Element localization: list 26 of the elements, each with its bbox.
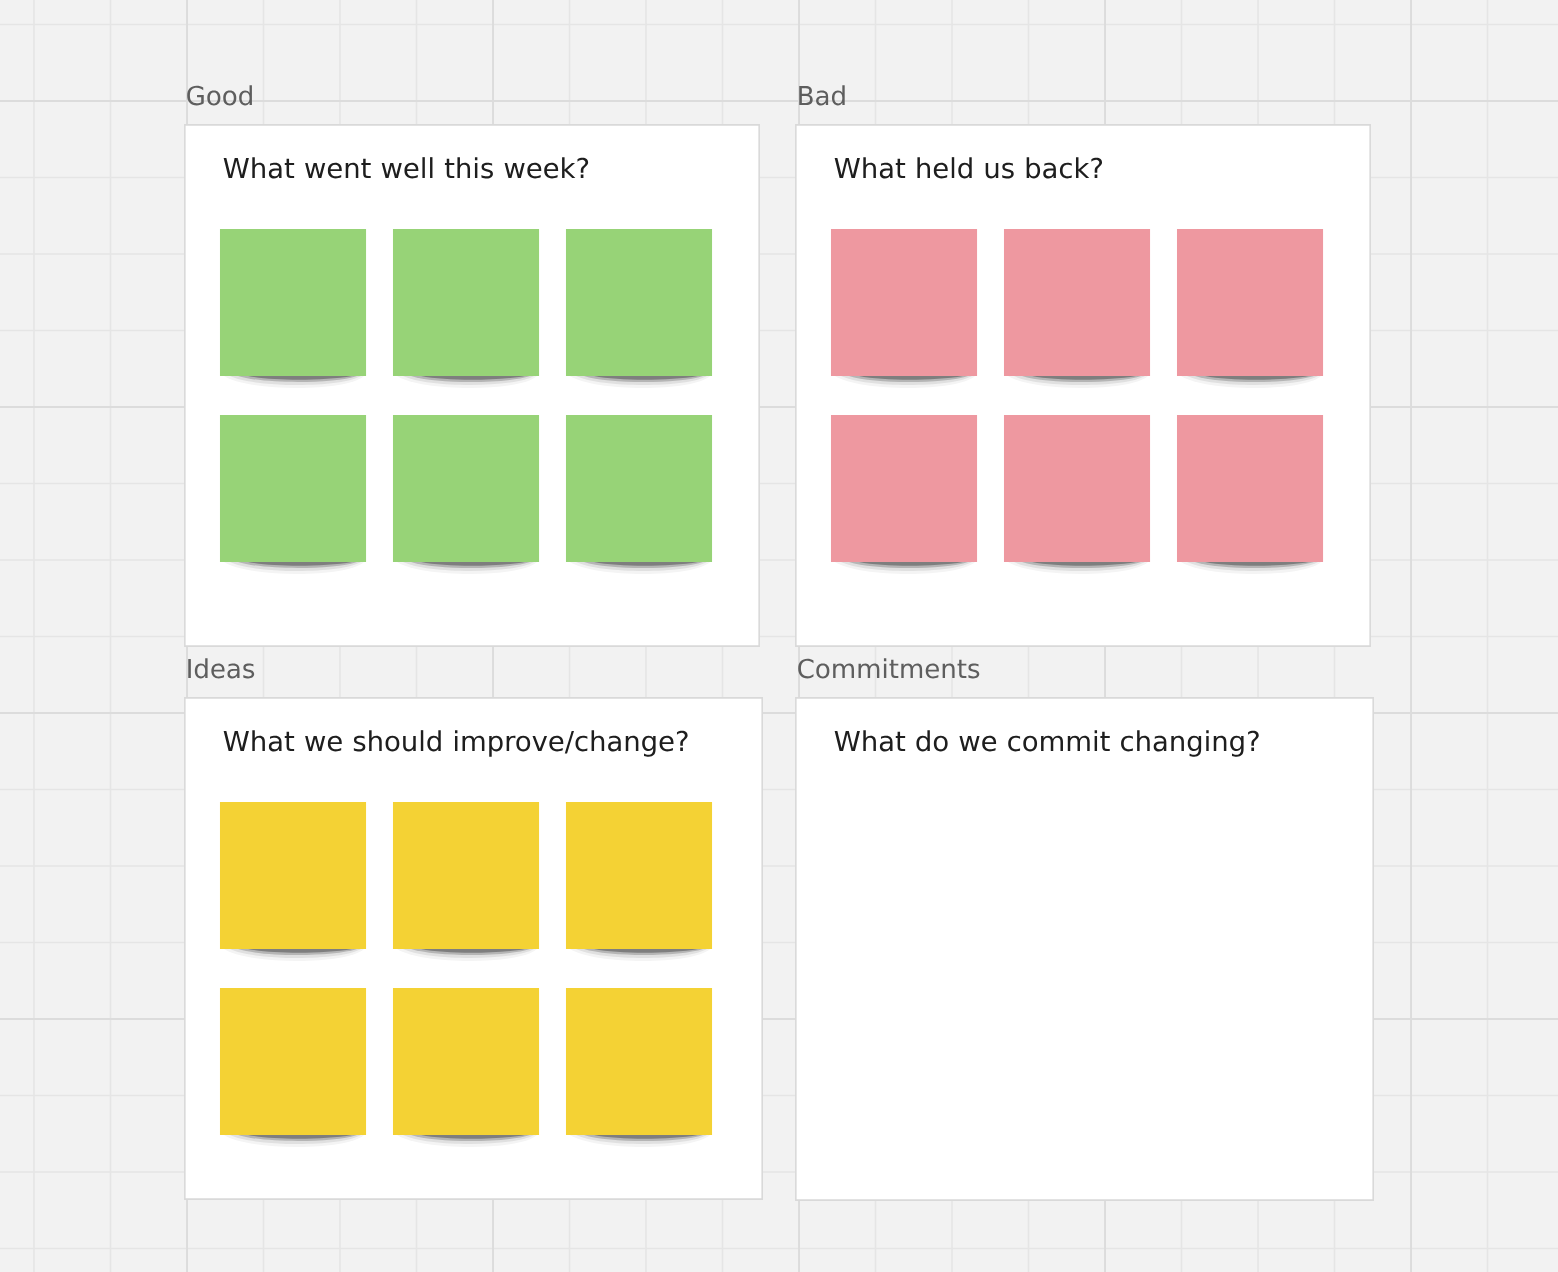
sticky-note (1003, 228, 1151, 388)
sticky-note (219, 987, 367, 1147)
sticky-note (566, 414, 713, 574)
sticky-note (392, 987, 540, 1147)
sticky-note (1177, 414, 1324, 574)
sticky-note (1003, 414, 1151, 574)
frame-question: What we should improve/change? (223, 730, 688, 757)
sticky-note (219, 414, 367, 574)
frame-question: What went well this week? (223, 157, 589, 179)
frame-question: What do we commit changing? (834, 730, 1259, 757)
frame-heading: Good (187, 85, 252, 106)
sticky-note (219, 801, 367, 961)
sticky-note (566, 228, 713, 388)
sticky-note (830, 228, 978, 388)
sticky-note (1177, 228, 1324, 388)
frame-heading: Ideas (188, 658, 255, 679)
sticky-note (830, 414, 978, 574)
sticky-note (392, 414, 540, 574)
sticky-note (566, 801, 713, 961)
sticky-note (566, 987, 713, 1147)
frame-heading: Commitments (798, 658, 980, 679)
sticky-note (219, 228, 367, 388)
sticky-note (392, 228, 540, 388)
frame-question: What held us back? (834, 157, 1102, 179)
frame-heading: Bad (799, 85, 845, 106)
sticky-note (392, 801, 540, 961)
